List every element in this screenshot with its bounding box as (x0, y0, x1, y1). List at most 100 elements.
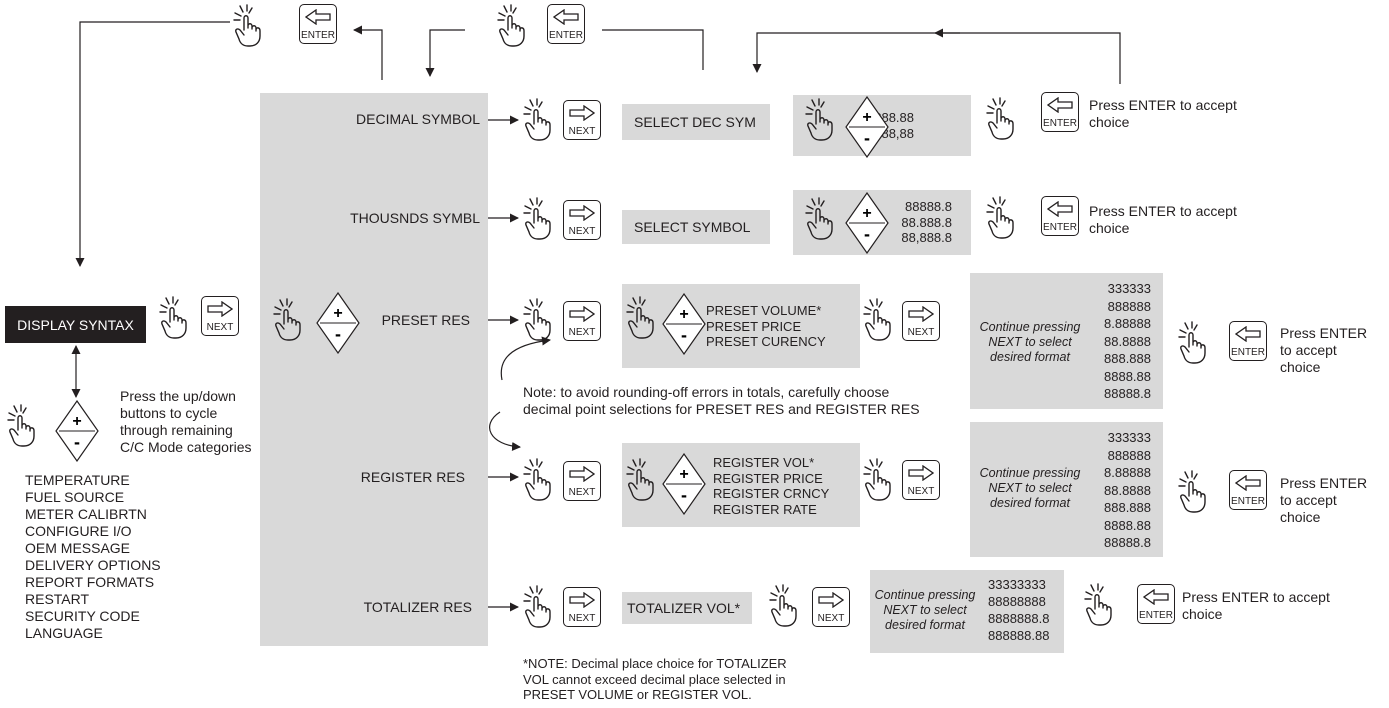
select-symbol-box (622, 210, 770, 244)
hand-press-icon (232, 4, 268, 53)
svg-text:-: - (681, 485, 687, 505)
hand-press-icon (862, 298, 898, 347)
up-down-key[interactable]: +- (662, 452, 706, 520)
register-continue-text: Continue pressing NEXT to select desired… (979, 466, 1081, 510)
hand-press-icon (496, 4, 532, 53)
preset-accept-text: Press ENTER to accept choice (1280, 325, 1368, 375)
rounding-note: Note: to avoid rounding-off errors in to… (523, 384, 920, 417)
hand-press-icon (522, 197, 558, 246)
decimal-accept-text: Press ENTER to accept choice (1089, 97, 1237, 130)
hand-press-icon (272, 298, 308, 347)
select-symbol-text: SELECT SYMBOL (634, 219, 751, 235)
next-key[interactable]: NEXT (563, 461, 601, 501)
enter-key[interactable]: ENTER (1041, 196, 1079, 236)
svg-text:-: - (864, 128, 870, 148)
up-down-icon: +- (845, 191, 889, 255)
hand-press-icon (1177, 321, 1213, 370)
next-key[interactable]: NEXT (563, 587, 601, 627)
list-item: REPORT FORMATS (25, 574, 155, 590)
preset-options-box (622, 284, 860, 368)
register-formats: 333333 888888 8.88888 88.8888 888.888 88… (1104, 430, 1151, 550)
next-key[interactable]: NEXT (201, 296, 239, 336)
menu-register-res: REGISTER RES (360, 469, 465, 485)
register-options-box (622, 443, 860, 527)
menu-preset-res: PRESET RES (381, 312, 470, 328)
preset-options: PRESET VOLUME* PRESET PRICE PRESET CUREN… (706, 303, 826, 349)
hand-press-icon (1083, 583, 1119, 632)
register-options: REGISTER VOL* REGISTER PRICE REGISTER CR… (713, 455, 830, 517)
select-dec-sym-text: SELECT DEC SYM (634, 114, 756, 130)
svg-text:+: + (862, 205, 871, 222)
hand-press-icon (768, 584, 804, 633)
enter-key[interactable]: ENTER (1041, 92, 1079, 132)
menu-decimal-symbol: DECIMAL SYMBOL (356, 111, 480, 127)
category-list: TEMPERATURE FUEL SOURCE METER CALIBRTN C… (25, 472, 161, 642)
up-down-key[interactable]: +- (316, 291, 360, 359)
totalizer-formats-box (870, 570, 1064, 653)
next-key[interactable]: NEXT (902, 301, 940, 341)
next-key[interactable]: NEXT (812, 587, 850, 627)
svg-text:-: - (335, 324, 341, 344)
list-item: CONFIGURE I/O (25, 523, 132, 539)
svg-text:-: - (74, 432, 80, 452)
svg-text:+: + (679, 306, 688, 323)
up-down-key[interactable]: +- (55, 399, 99, 467)
totalizer-accept-text: Press ENTER to accept choice (1182, 589, 1330, 622)
totalizer-formats: 33333333 88888888 8888888.8 888888.88 (988, 577, 1050, 643)
preset-formats-box (970, 273, 1163, 409)
preset-continue-text: Continue pressing NEXT to select desired… (979, 320, 1081, 364)
preset-formats: 333333 888888 8.88888 88.8888 888.888 88… (1104, 281, 1151, 401)
list-item: OEM MESSAGE (25, 540, 131, 556)
svg-text:+: + (333, 305, 342, 322)
register-formats-box (970, 422, 1163, 557)
list-item: FUEL SOURCE (25, 489, 125, 505)
up-down-icon: +- (662, 452, 706, 516)
up-down-icon: +- (55, 399, 99, 463)
list-item: LANGUAGE (25, 625, 103, 641)
hand-press-icon (985, 97, 1021, 146)
hand-press-icon (158, 296, 194, 345)
thousands-options: 88888.8 88.888.8 88,888.8 (901, 199, 952, 245)
up-down-icon: +- (316, 291, 360, 355)
enter-key[interactable]: ENTER (1137, 584, 1175, 624)
thousands-accept-text: Press ENTER to accept choice (1089, 203, 1237, 236)
up-down-icon: +- (662, 292, 706, 356)
menu-thousands-symbol: THOUSNDS SYMBL (350, 210, 480, 226)
up-down-key[interactable]: +- (845, 95, 889, 163)
list-item: DELIVERY OPTIONS (25, 557, 161, 573)
select-dec-sym-box (622, 104, 770, 140)
next-key[interactable]: NEXT (563, 200, 601, 240)
menu-totalizer-res: TOTALIZER RES (363, 599, 472, 615)
hand-press-icon (1177, 470, 1213, 519)
hand-press-icon (522, 585, 558, 634)
hand-press-icon (522, 458, 558, 507)
enter-key[interactable]: ENTER (1229, 321, 1267, 361)
hand-press-icon (804, 98, 840, 147)
svg-text:+: + (862, 109, 871, 126)
enter-key[interactable]: ENTER (1229, 470, 1267, 510)
enter-key[interactable]: ENTER (547, 4, 585, 44)
hand-press-icon (625, 458, 661, 507)
list-item: RESTART (25, 591, 90, 607)
hand-press-icon (522, 298, 558, 347)
hand-press-icon (985, 196, 1021, 245)
menu-panel (260, 93, 488, 646)
next-key[interactable]: NEXT (563, 301, 601, 341)
hand-press-icon (862, 458, 898, 507)
up-down-key[interactable]: +- (662, 292, 706, 360)
next-key[interactable]: NEXT (563, 100, 601, 140)
totalizer-vol-text: TOTALIZER VOL* (627, 600, 741, 616)
list-item: METER CALIBRTN (25, 506, 147, 522)
svg-text:+: + (679, 466, 688, 483)
updown-help-text: Press the up/down buttons to cycle throu… (120, 388, 252, 455)
totalizer-continue-text: Continue pressing NEXT to select desired… (874, 588, 976, 632)
enter-key[interactable]: ENTER (299, 4, 337, 44)
next-key[interactable]: NEXT (902, 460, 940, 500)
list-item: SECURITY CODE (25, 608, 140, 624)
hand-press-icon (522, 98, 558, 147)
hand-press-icon (6, 404, 42, 453)
svg-text:-: - (681, 325, 687, 345)
hand-press-icon (625, 296, 661, 345)
up-down-icon: +- (845, 95, 889, 159)
up-down-key[interactable]: +- (845, 191, 889, 259)
